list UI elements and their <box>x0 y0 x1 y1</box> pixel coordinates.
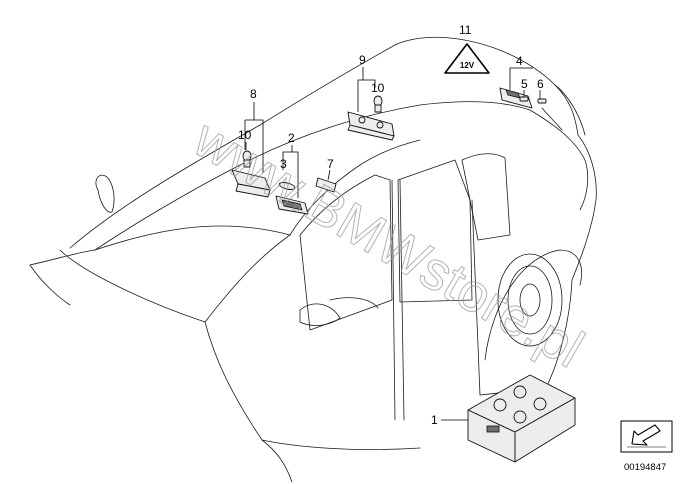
callout-9: 9 <box>359 53 366 67</box>
watermark-text: www.BMWstore.pl <box>183 108 593 380</box>
callout-10-right: 10 <box>371 81 385 95</box>
callout-labels: 1 2 3 4 5 6 7 8 9 10 10 11 <box>238 23 544 427</box>
callout-6: 6 <box>537 77 544 91</box>
part-6-bulb <box>537 98 547 104</box>
part-2-lamp <box>275 195 309 215</box>
part-1-box <box>467 374 576 463</box>
callout-5: 5 <box>521 77 528 91</box>
arrow-icon <box>620 420 673 453</box>
part-10-bulb-left <box>242 150 252 168</box>
part-10-bulb-right <box>373 95 383 113</box>
callout-4: 4 <box>516 54 523 68</box>
callout-1: 1 <box>431 413 438 427</box>
part-9-interior-light <box>347 111 395 141</box>
callout-2: 2 <box>288 131 295 145</box>
callout-3: 3 <box>280 157 287 171</box>
leader-lines <box>244 67 541 421</box>
warning-symbol: 12V <box>460 61 475 70</box>
part-3-lens <box>278 182 296 190</box>
part-7-cover <box>315 177 337 193</box>
part-5-bulb <box>519 96 529 102</box>
callout-11: 11 <box>459 23 472 37</box>
warning-triangle-icon: 12V <box>444 43 490 74</box>
callout-7: 7 <box>327 157 334 171</box>
doc-id: 00194847 <box>624 462 666 473</box>
part-8-reading-light <box>231 169 271 198</box>
callout-10-left: 10 <box>238 128 252 142</box>
car-outline <box>29 36 597 483</box>
callout-8: 8 <box>250 87 257 101</box>
part-4-rear-light <box>499 87 533 109</box>
